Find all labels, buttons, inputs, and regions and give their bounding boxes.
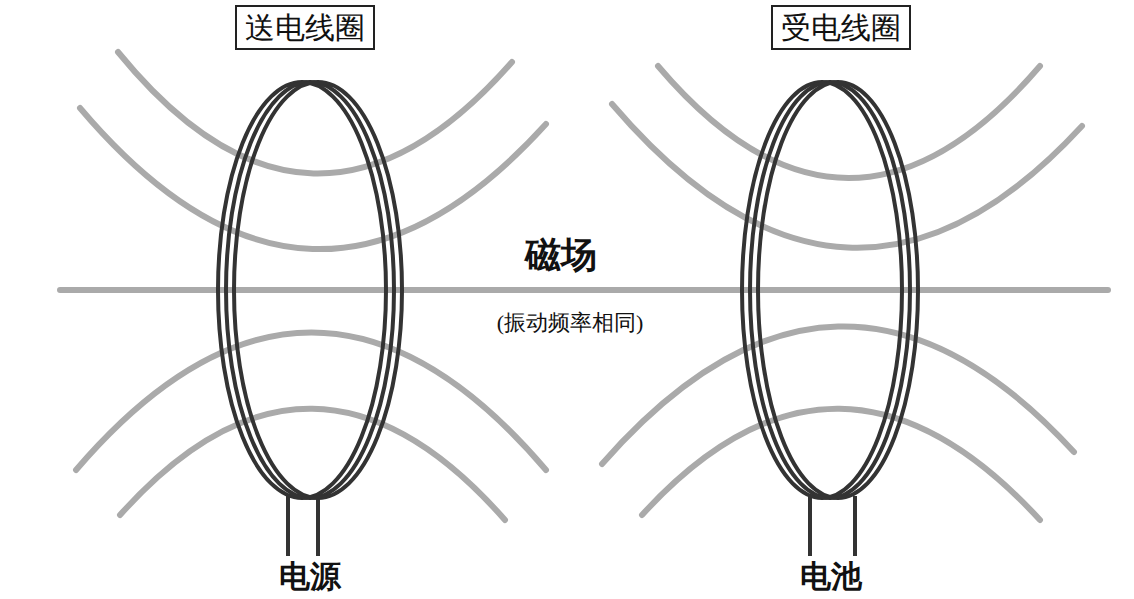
field-line: [80, 108, 546, 249]
field-line: [120, 409, 505, 520]
field-line: [642, 409, 1040, 520]
field-line: [118, 52, 512, 174]
lead-wire: [808, 496, 812, 556]
field-lines: [60, 52, 1108, 520]
coil-winding: [758, 82, 918, 498]
lead-wire: [286, 496, 290, 556]
battery-label: 电池: [798, 560, 864, 594]
coil-winding: [750, 82, 910, 498]
receive-coil: [742, 82, 918, 556]
frequency-note: (振动频率相同): [495, 311, 646, 335]
coil-title: 受电线圈: [781, 11, 901, 44]
coil-title: 送电线圈: [245, 11, 365, 44]
coil-winding: [742, 82, 902, 498]
field-line: [612, 104, 1082, 248]
coil-title-box: 受电线圈: [771, 5, 911, 50]
send-coil: [218, 82, 402, 556]
lead-wire: [316, 496, 320, 556]
coil-winding: [226, 82, 394, 498]
field-label: 磁场: [523, 236, 599, 276]
coil-winding: [234, 82, 402, 498]
coil-winding: [218, 82, 386, 498]
field-line: [602, 326, 1074, 464]
field-line: [76, 333, 546, 471]
lead-wire: [853, 496, 857, 556]
power-source-label: 电源: [277, 560, 343, 594]
coil-title-box: 送电线圈: [235, 5, 375, 50]
